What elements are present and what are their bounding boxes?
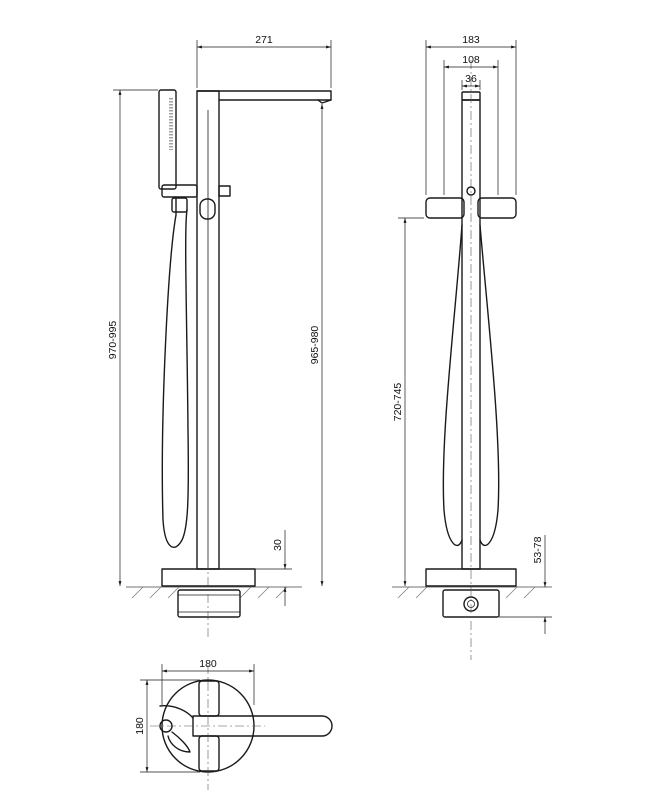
dim-handle-width-label: 108 (462, 54, 480, 66)
dim-spout-reach: 271 (196, 34, 332, 88)
plan-view: 180 180 (134, 658, 333, 790)
front-hose-left (442, 224, 463, 546)
plan-lower-handle (198, 735, 220, 772)
dim-spout-height-label: 965-980 (309, 326, 321, 365)
plan-shower-upper (159, 704, 194, 719)
dim-handle-width: 108 (443, 54, 499, 195)
side-spout (196, 90, 332, 101)
dim-spout-width-label: 36 (465, 73, 477, 85)
plan-spout (192, 715, 333, 737)
dim-total-height-label: 970-995 (107, 321, 119, 360)
side-hand-shower (158, 89, 177, 190)
side-knob (199, 198, 216, 220)
dim-plan-width: 180 (161, 658, 255, 705)
dim-spout-reach-label: 271 (255, 34, 273, 46)
dim-floor-depth: 53-78 (499, 535, 552, 634)
dim-handle-height-label: 720-745 (392, 383, 404, 422)
side-upper-handle (218, 185, 231, 197)
dim-spout-width: 36 (461, 73, 481, 90)
front-view: 183 108 36 720-745 53-78 (392, 34, 552, 660)
dim-plan-depth: 180 (134, 679, 200, 773)
dim-plan-width-label: 180 (199, 658, 217, 670)
plan-upper-handle (198, 680, 220, 717)
side-view: 271 970-995 965-980 30 (107, 34, 332, 640)
dim-total-height: 970-995 (107, 89, 158, 586)
dim-base-height: 30 (255, 530, 292, 606)
side-hand-shower-grip (169, 98, 173, 150)
front-hose-right (479, 224, 500, 546)
side-holder (161, 184, 198, 198)
dim-floor-depth-label: 53-78 (532, 536, 544, 563)
side-floor-hatching (131, 586, 288, 599)
dim-base-height-label: 30 (272, 539, 284, 551)
dim-plan-depth-label: 180 (134, 717, 146, 735)
front-right-handle (477, 197, 517, 219)
plan-shower-lower (167, 731, 191, 753)
dim-handle-height: 720-745 (392, 217, 424, 586)
side-base (161, 568, 256, 587)
dim-overall-width-label: 183 (462, 34, 480, 46)
side-hose-connector (171, 197, 188, 213)
side-spout-outlet (317, 99, 332, 104)
side-hose (161, 196, 190, 548)
front-floor-hatching (397, 586, 536, 599)
dim-overall-width: 183 (425, 34, 517, 195)
dim-spout-height: 965-980 (309, 104, 324, 586)
front-base (425, 568, 517, 587)
side-floor-box (177, 589, 241, 618)
front-left-handle (425, 197, 465, 219)
